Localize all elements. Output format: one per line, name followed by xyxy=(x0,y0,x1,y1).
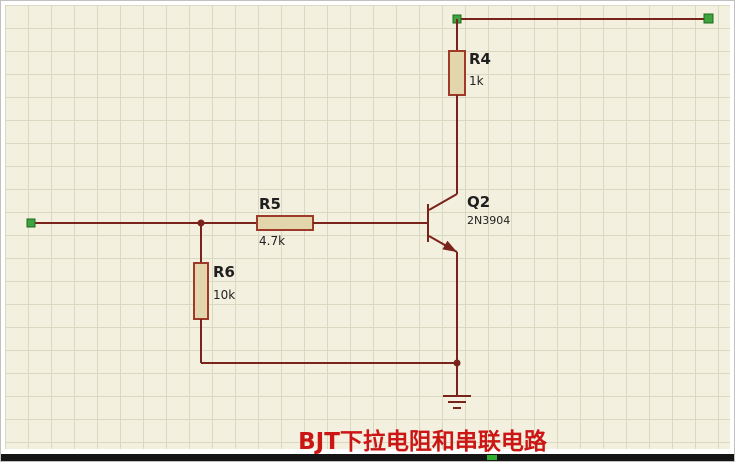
bottom-border-bar xyxy=(1,454,734,461)
r4-ref-label: R4 xyxy=(469,50,491,68)
terminal-pad-icon xyxy=(703,13,714,24)
q2-value-label: 2N3904 xyxy=(467,214,510,227)
r6-resistor: R6 10k xyxy=(193,219,235,363)
r4-value-label: 1k xyxy=(469,74,484,88)
q2-ref-label: Q2 xyxy=(467,193,490,211)
r6-value-label: 10k xyxy=(213,288,235,302)
r5-resistor-body xyxy=(256,215,314,231)
terminal-pad-icon xyxy=(26,218,36,228)
grid-background xyxy=(5,5,730,449)
q2-transistor: Q2 2N3904 xyxy=(427,193,510,253)
q2-emitter-arrow-icon xyxy=(442,240,457,252)
r6-ref-label: R6 xyxy=(213,263,235,281)
r4-resistor-body xyxy=(448,50,466,96)
r6-resistor-body xyxy=(193,262,209,320)
schematic-title: BJT下拉电阻和串联电路 xyxy=(298,429,547,455)
ground-net xyxy=(201,252,471,409)
r5-value-label: 4.7k xyxy=(259,234,285,248)
power-rail xyxy=(452,13,714,24)
bottom-bar-green-mark xyxy=(487,455,497,460)
r5-resistor: R5 4.7k xyxy=(26,195,428,248)
r4-resistor: R4 1k xyxy=(448,19,491,194)
q2-collector-diagonal xyxy=(428,193,458,211)
ground-icon xyxy=(443,395,471,409)
r5-ref-label: R5 xyxy=(259,195,281,213)
